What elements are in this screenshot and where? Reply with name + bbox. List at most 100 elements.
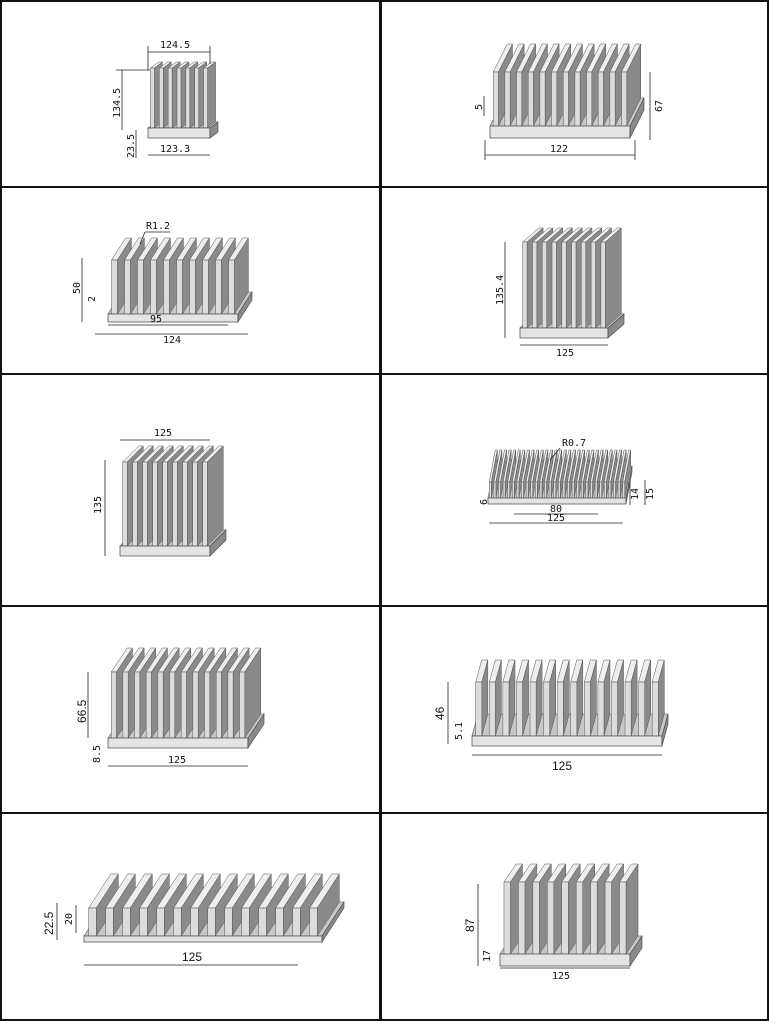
fin-front <box>258 907 267 937</box>
dim-height: 50 <box>72 282 83 294</box>
base-plate <box>489 125 631 139</box>
fin-front <box>532 881 540 955</box>
base-side <box>629 935 643 967</box>
heatsink-body <box>119 445 227 557</box>
dim-width: 125 <box>168 755 186 766</box>
fin-front <box>502 481 506 499</box>
fin-front <box>202 461 208 547</box>
fin-front <box>157 671 164 739</box>
fin-front <box>122 907 131 937</box>
fin-front <box>617 481 621 499</box>
fin-front <box>134 671 141 739</box>
fin-front <box>159 67 164 129</box>
fin-front <box>529 681 537 737</box>
fin-side <box>605 227 622 329</box>
fin-front <box>185 67 191 129</box>
base-side <box>629 97 645 139</box>
dim-height: 135 <box>93 496 104 514</box>
fin-front <box>532 241 538 329</box>
fin-front <box>292 907 301 937</box>
fin-front <box>556 681 564 737</box>
fin-front <box>522 241 528 329</box>
fin-front <box>122 671 129 739</box>
fin-front <box>105 907 114 937</box>
fin-front <box>122 461 128 547</box>
fin-front <box>544 481 547 499</box>
dim-width: 124 <box>163 335 181 346</box>
heatsink-body <box>519 227 625 339</box>
fin-front <box>561 881 569 955</box>
dim-width: 125 <box>552 971 570 982</box>
fin-front <box>504 71 511 127</box>
fin-front <box>110 671 117 739</box>
heatsink-4-drawing: 135.4 125 <box>495 227 625 359</box>
dim-height: 66.5 <box>75 699 89 723</box>
base-plate <box>471 735 663 747</box>
base-plate <box>519 327 609 339</box>
dim-base: 8.5 <box>92 745 103 763</box>
fin-front <box>562 71 569 127</box>
base-side <box>209 121 219 139</box>
fin-front <box>204 671 211 739</box>
heatsink-3-drawing: R1.2 50 2 95 124 <box>72 221 253 346</box>
fin-front <box>530 481 533 499</box>
fin-front <box>535 481 538 499</box>
fin-front <box>142 461 148 547</box>
fin-front <box>241 907 250 937</box>
fin-front <box>600 241 606 329</box>
base-plate <box>119 545 211 557</box>
panel-heatsink-9: 22.5 20 125 <box>0 812 381 1021</box>
fin-front <box>651 681 659 737</box>
fin-front <box>613 481 616 499</box>
fin-front <box>124 259 131 315</box>
fin-front <box>180 671 187 739</box>
fin-front <box>608 481 612 499</box>
fin-front <box>553 481 556 499</box>
base-side <box>247 713 265 749</box>
dim-width: 125 <box>556 348 574 359</box>
base-side <box>661 713 669 747</box>
fin-front <box>581 241 587 329</box>
dim-height: 67 <box>654 100 665 112</box>
dim-width: 125 <box>552 759 572 773</box>
fin-front <box>539 71 546 127</box>
heatsink-1-drawing: 124.5 134.5 23.5 123.3 <box>112 40 219 158</box>
dim-width: 122 <box>550 144 568 155</box>
heatsink-9-drawing: 22.5 20 125 <box>42 873 345 966</box>
heatsink-body <box>499 863 643 967</box>
dim-fin-height: 14 <box>630 488 641 500</box>
dim-base: 2 <box>87 296 98 302</box>
panel-heatsink-7: 66.5 8.5 125 <box>0 605 381 814</box>
fin-front <box>561 241 567 329</box>
fin-front <box>597 681 605 737</box>
fin-front <box>502 681 510 737</box>
fin-front <box>594 481 598 499</box>
fin-front <box>543 681 550 737</box>
fin-front <box>137 259 144 315</box>
fin-front <box>576 481 579 499</box>
dim-width-top: 124.5 <box>160 40 190 51</box>
fin-front <box>150 67 155 129</box>
fin-front <box>176 259 183 315</box>
fin-front <box>541 241 547 329</box>
fin-front <box>527 71 534 127</box>
fin-front <box>190 907 199 937</box>
fin-front <box>539 481 543 499</box>
fin-front <box>194 67 199 129</box>
fin-front <box>624 681 632 737</box>
fin-front <box>516 481 520 499</box>
dim-radius: R1.2 <box>146 221 170 232</box>
fin-front <box>132 461 138 547</box>
fin-front <box>611 681 618 737</box>
fin-front <box>167 67 173 129</box>
fin-front <box>169 671 176 739</box>
fin-front <box>604 481 607 499</box>
fin-front <box>597 71 604 127</box>
heatsink-2-drawing: 67 5 122 <box>474 43 665 160</box>
dim-height: 134.5 <box>112 88 123 118</box>
base-side <box>625 465 633 505</box>
panel-heatsink-2: 67 5 122 <box>380 0 769 188</box>
dim-width: 125 <box>547 513 565 524</box>
fin-front <box>548 481 552 499</box>
